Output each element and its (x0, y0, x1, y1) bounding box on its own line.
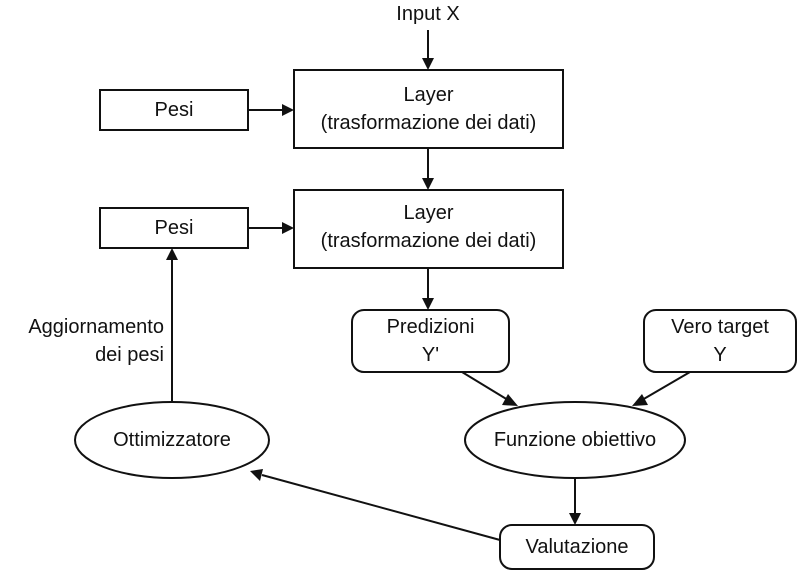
predictions-box (351, 309, 510, 373)
weights-1-label: Pesi (154, 99, 194, 121)
true-target-title: Vero target (671, 316, 769, 338)
layer-2-box (293, 189, 564, 269)
predictions-title: Predizioni (386, 316, 475, 338)
arrow-layer-2-to-predictions (422, 268, 434, 310)
weights-update-line-1: Aggiornamento (28, 316, 164, 338)
loss-function-label: Funzione obiettivo (493, 429, 657, 451)
weights-update-label: Aggiornamento dei pesi (0, 313, 164, 369)
layer-1-subtitle: (trasformazione dei dati) (320, 112, 537, 134)
layer-1-label: Layer (trasformazione dei dati) (294, 81, 563, 137)
layer-2-label: Layer (trasformazione dei dati) (294, 199, 563, 255)
arrow-optimizer-to-weights-2 (166, 248, 178, 402)
optimizer-label: Ottimizzatore (113, 429, 231, 451)
weights-1-box (99, 89, 249, 131)
arrow-predictions-to-loss (461, 371, 518, 406)
predictions-label: Predizioni Y' (352, 313, 509, 369)
layer-2-subtitle: (trasformazione dei dati) (320, 230, 537, 252)
true-target-box (643, 309, 797, 373)
input-label: Input X (396, 3, 460, 25)
arrow-target-to-loss (632, 371, 691, 406)
arrow-weights-2-to-layer-2 (248, 222, 294, 234)
predictions-symbol: Y' (421, 344, 440, 366)
arrow-input-to-layer-1 (422, 30, 434, 70)
evaluation-label: Valutazione (525, 536, 629, 558)
arrow-layer-1-to-layer-2 (422, 148, 434, 190)
layer-1-box (293, 69, 564, 149)
arrow-weights-1-to-layer-1 (248, 104, 294, 116)
layer-2-title: Layer (403, 202, 454, 224)
weights-update-line-2: dei pesi (95, 344, 164, 366)
weights-2-label: Pesi (154, 217, 194, 239)
true-target-label: Vero target Y (644, 313, 796, 369)
true-target-symbol: Y (713, 344, 727, 366)
arrow-loss-to-evaluation (569, 478, 581, 525)
evaluation-box (499, 524, 655, 570)
layer-1-title: Layer (403, 84, 454, 106)
arrow-evaluation-to-optimizer (250, 469, 501, 541)
